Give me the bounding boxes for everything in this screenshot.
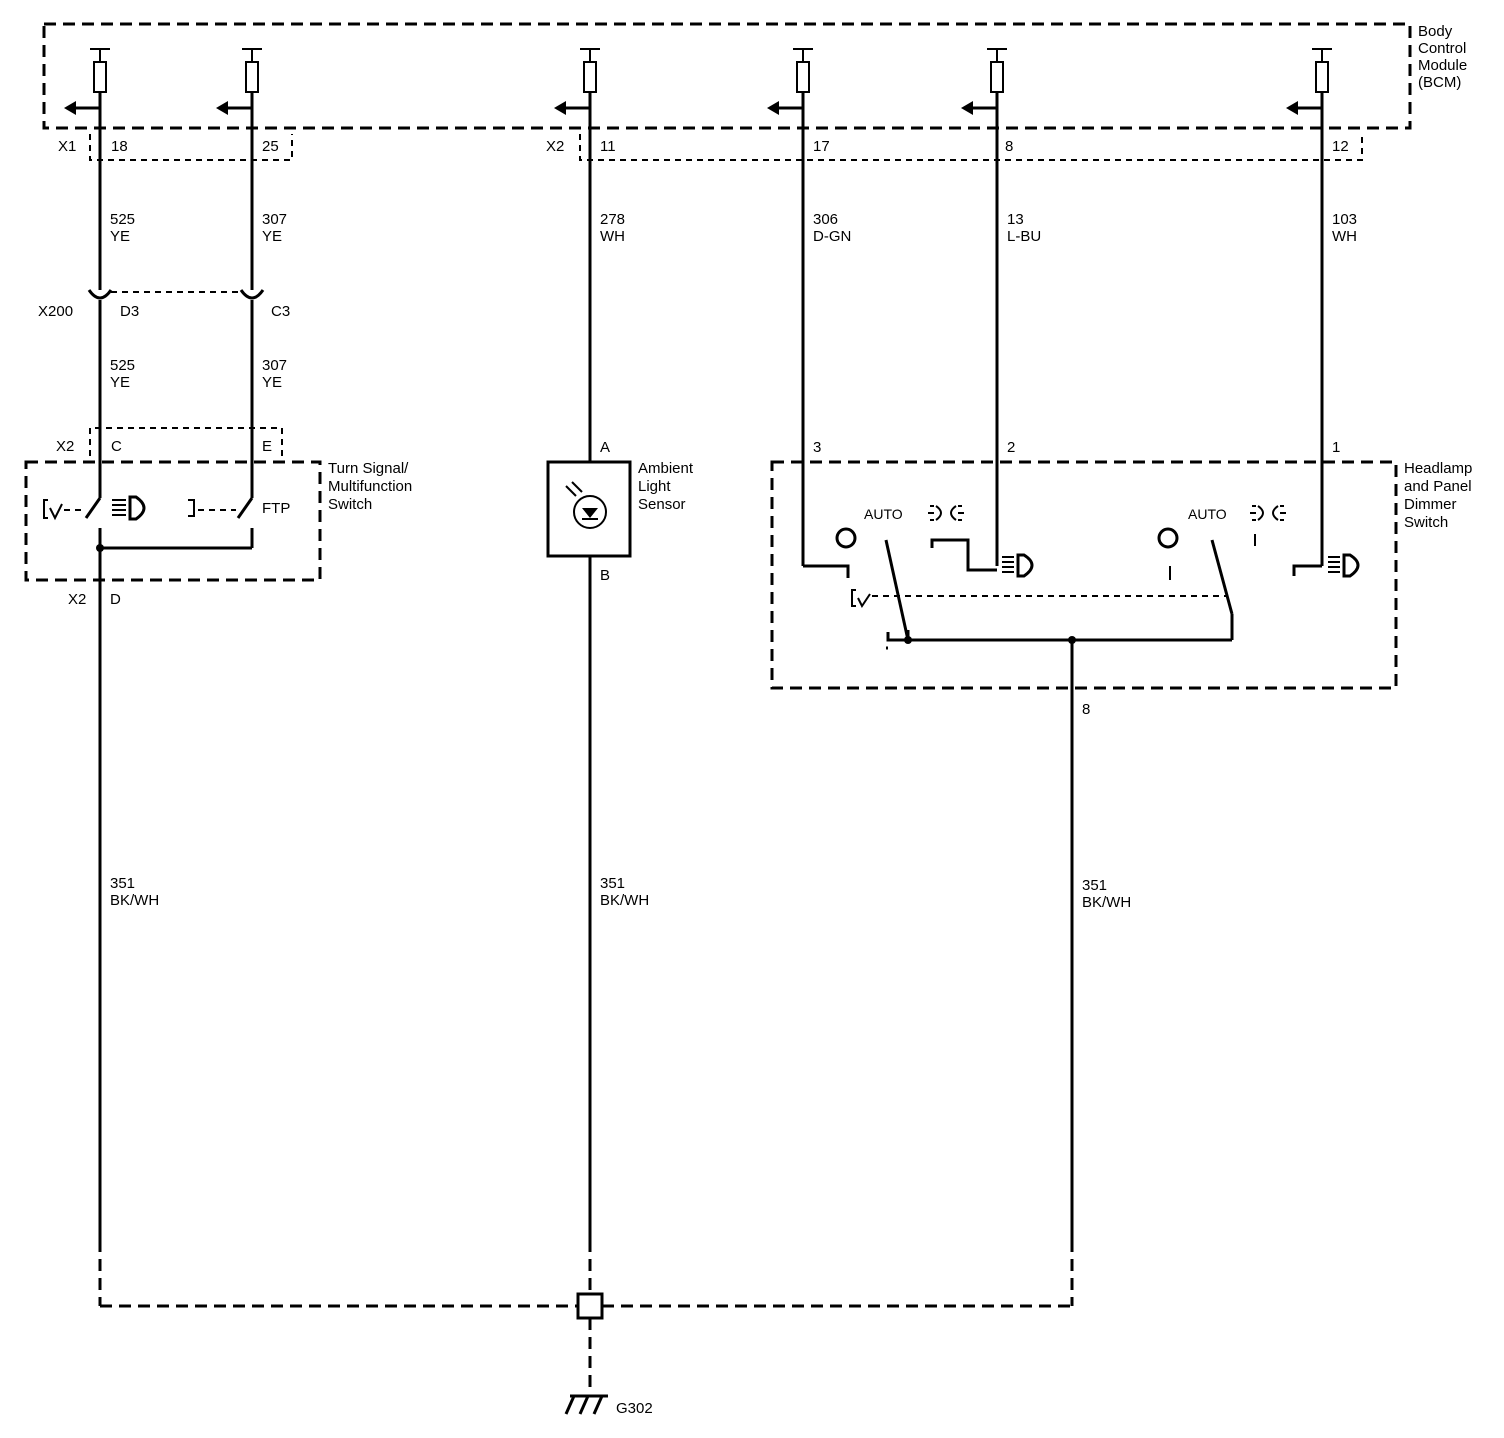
wire-351-center-num: 351 <box>600 875 625 892</box>
bcm-fuse-18 <box>64 48 110 128</box>
pin-18-label: 18 <box>111 138 128 155</box>
ts-label-2: Multifunction <box>328 478 412 495</box>
pin-17-label: 17 <box>813 138 830 155</box>
flash-icon <box>43 499 84 521</box>
wire-351-right-num: 351 <box>1082 877 1107 894</box>
headlamp-label-4: Switch <box>1404 514 1448 531</box>
x200-connector: X200 D3 C3 <box>38 289 290 320</box>
ground-label: G302 <box>616 1400 653 1417</box>
ts-x2-bottom-label: X2 <box>68 591 86 608</box>
high-beam-icon-2 <box>1002 553 1034 578</box>
connector-x1-label: X1 <box>58 138 76 155</box>
headlamp-label-3: Dimmer <box>1404 496 1457 513</box>
bcm-module: Body Control Module (BCM) <box>42 22 1467 130</box>
wire-13-num: 13 <box>1007 211 1024 228</box>
wire-525-num: 525 <box>110 211 135 228</box>
bcm-label-2: Control <box>1418 40 1466 57</box>
low-beam-icon-1 <box>928 505 964 521</box>
pin-d-label: D <box>110 591 121 608</box>
wire-351-center-color: BK/WH <box>600 892 649 909</box>
bcm-fuse-12 <box>1286 48 1332 128</box>
ambient-label-1: Ambient <box>638 460 694 477</box>
pin-e-label: E <box>262 438 272 455</box>
wire-103-color: WH <box>1332 228 1357 245</box>
auto-label-2: AUTO <box>1188 506 1227 522</box>
wire-13-color: L-BU <box>1007 228 1041 245</box>
low-beam-icon-2 <box>1250 505 1286 521</box>
pin-h2-label: 2 <box>1007 439 1015 456</box>
ambient-label-3: Sensor <box>638 496 686 513</box>
pin-c3-label: C3 <box>271 303 290 320</box>
ground-icon <box>564 1394 608 1415</box>
pin-d3-label: D3 <box>120 303 139 320</box>
ambient-light-sensor: A B Ambient Light Sensor <box>546 439 694 584</box>
pin-b-label: B <box>600 567 610 584</box>
bcm-fuse-17 <box>767 48 813 128</box>
bcm-label-3: Module <box>1418 57 1467 74</box>
headlamp-switch: 3 2 1 Headlamp and Panel Dimmer Switch A… <box>770 439 1472 718</box>
wire-306-num: 306 <box>813 211 838 228</box>
pin-12-label: 12 <box>1332 138 1349 155</box>
pin-h1-label: 1 <box>1332 439 1340 456</box>
pin-25-label: 25 <box>262 138 279 155</box>
wire-307-color: YE <box>262 228 282 245</box>
wire-525-color: YE <box>110 228 130 245</box>
wire-525-lower-color: YE <box>110 374 130 391</box>
bcm-fuse-11 <box>554 48 600 128</box>
turn-signal-switch: X2 C E Turn Signal/ Multifunction Switch… <box>24 427 412 608</box>
ftp-label: FTP <box>262 500 290 517</box>
bcm-label-1: Body <box>1418 23 1453 40</box>
pin-11-label: 11 <box>600 138 616 155</box>
ts-x2-top-label: X2 <box>56 438 74 455</box>
pin-8-label: 8 <box>1005 138 1013 155</box>
bcm-label-4: (BCM) <box>1418 74 1461 91</box>
ts-label-3: Switch <box>328 496 372 513</box>
wire-306-color: D-GN <box>813 228 851 245</box>
pin-a-label: A <box>600 439 610 456</box>
bcm-connector-x2: X2 11 17 8 12 <box>546 134 1363 161</box>
pin-c-label: C <box>111 438 122 455</box>
ambient-label-2: Light <box>638 478 671 495</box>
x200-label: X200 <box>38 303 73 320</box>
wire-307-lower-color: YE <box>262 374 282 391</box>
wire-351-right-color: BK/WH <box>1082 894 1131 911</box>
wire-307-lower-num: 307 <box>262 357 287 374</box>
wire-525-lower-num: 525 <box>110 357 135 374</box>
headlamp-label-2: and Panel <box>1404 478 1472 495</box>
auto-label-1: AUTO <box>864 506 903 522</box>
ts-label-1: Turn Signal/ <box>328 460 409 477</box>
wire-351-left-color: BK/WH <box>110 892 159 909</box>
flash-icon-2 <box>851 589 871 608</box>
wire-278-color: WH <box>600 228 625 245</box>
pin-h8-label: 8 <box>1082 701 1090 718</box>
bcm-connector-x1: X1 18 25 <box>58 134 293 161</box>
wire-307-num: 307 <box>262 211 287 228</box>
wire-278-num: 278 <box>600 211 625 228</box>
headlamp-label-1: Headlamp <box>1404 460 1472 477</box>
wire-103-num: 103 <box>1332 211 1357 228</box>
photodiode-icon <box>565 481 607 529</box>
ground-splice <box>98 1240 1074 1394</box>
high-beam-icon-3 <box>1328 553 1360 578</box>
pin-h3-label: 3 <box>813 439 821 456</box>
wire-351-left-num: 351 <box>110 875 135 892</box>
bcm-fuse-8 <box>961 48 1007 128</box>
connector-x2-label: X2 <box>546 138 564 155</box>
high-beam-icon <box>112 495 146 521</box>
bcm-fuse-25 <box>216 48 262 128</box>
